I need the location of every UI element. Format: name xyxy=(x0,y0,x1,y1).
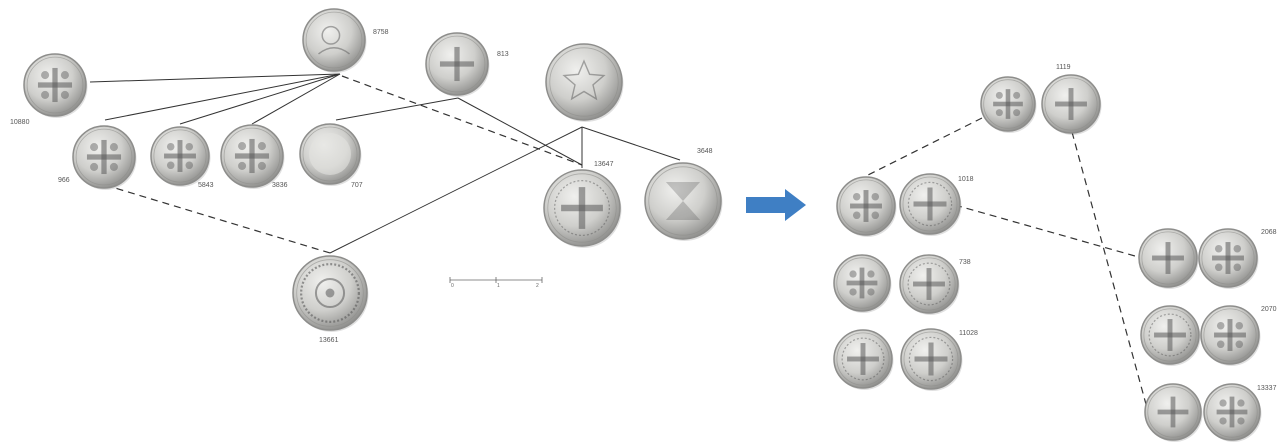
coin-c13647 xyxy=(544,170,622,248)
coin-label-c3648: 3648 xyxy=(697,148,713,155)
coin-r-2068-b xyxy=(1199,229,1259,289)
coin-label-c3836: 3836 xyxy=(272,182,288,189)
coin-r-2070-a xyxy=(1141,306,1201,366)
coin-label-r-11028-b: 11028 xyxy=(959,330,978,337)
coin-label-c966: 966 xyxy=(58,177,70,184)
coin-label-r-738-b: 738 xyxy=(959,259,971,266)
coin-label-r-13337-b: 13337 xyxy=(1257,385,1277,392)
coin-cstar xyxy=(546,44,624,122)
coin-label-r-2068-b: 2068 xyxy=(1261,229,1277,236)
coin-c966 xyxy=(73,126,137,190)
coin-r-11028-b xyxy=(901,329,963,391)
link-8758-10880 xyxy=(90,74,340,82)
coin-label-r-1018-b: 1018 xyxy=(958,176,974,183)
coin-label-r-top-b: 1119 xyxy=(1056,64,1071,71)
scale-bar: 0 1 2 xyxy=(450,277,542,289)
coin-r-13337-b xyxy=(1204,384,1262,442)
coin-label-c10880: 10880 xyxy=(10,119,30,126)
coin-label-c707: 707 xyxy=(351,182,363,189)
coin-label-c5843: 5843 xyxy=(198,182,214,189)
coin-c13661 xyxy=(293,256,369,332)
coin-r-2070-b xyxy=(1201,306,1261,366)
coin-c10880 xyxy=(24,54,88,118)
link-1119-13337 xyxy=(1072,132,1147,408)
coin-c5843 xyxy=(151,127,211,187)
coin-label-c13661: 13661 xyxy=(319,337,339,344)
link-star-13661 xyxy=(330,127,582,253)
coin-label-c813: 813 xyxy=(497,51,509,58)
coin-r-738-a xyxy=(834,255,892,313)
link-8758-3836 xyxy=(252,74,340,124)
link-top-1018 xyxy=(868,118,982,175)
link-8758-5843 xyxy=(180,74,340,124)
coin-c707 xyxy=(300,124,362,186)
link-966-13661 xyxy=(105,185,330,253)
link-8758-966 xyxy=(105,74,340,120)
coin-r-11028-a xyxy=(834,330,894,390)
link-813-707 xyxy=(336,98,458,120)
coin-r-2068-a xyxy=(1139,229,1199,289)
scale-bar-label-0: 0 xyxy=(451,283,454,289)
coin-c8758 xyxy=(303,9,367,73)
coin-r-13337-a xyxy=(1145,384,1203,442)
coin-r-1018-b xyxy=(900,174,962,236)
coin-r-top-b xyxy=(1042,75,1102,135)
coin-label-c8758: 8758 xyxy=(373,29,389,36)
coin-r-top-a xyxy=(981,77,1037,133)
coin-r-738-b xyxy=(900,255,960,315)
coin-c3836 xyxy=(221,125,285,189)
coin-c813 xyxy=(426,33,490,97)
scale-bar-label-2: 2 xyxy=(536,283,539,289)
coin-label-r-2070-b: 2070 xyxy=(1261,306,1277,313)
coin-c3648 xyxy=(645,163,723,241)
right-arrow-icon xyxy=(746,189,806,221)
link-1018-2068 xyxy=(955,205,1142,258)
link-star-3648 xyxy=(582,127,680,160)
coins-layer: 8758 10880 813 966 5843 3836 707 13647 3648 13661… xyxy=(10,9,1277,442)
coin-label-c13647: 13647 xyxy=(594,161,614,168)
scale-bar-label-1: 1 xyxy=(497,283,500,289)
coin-r-1018-a xyxy=(837,177,897,237)
